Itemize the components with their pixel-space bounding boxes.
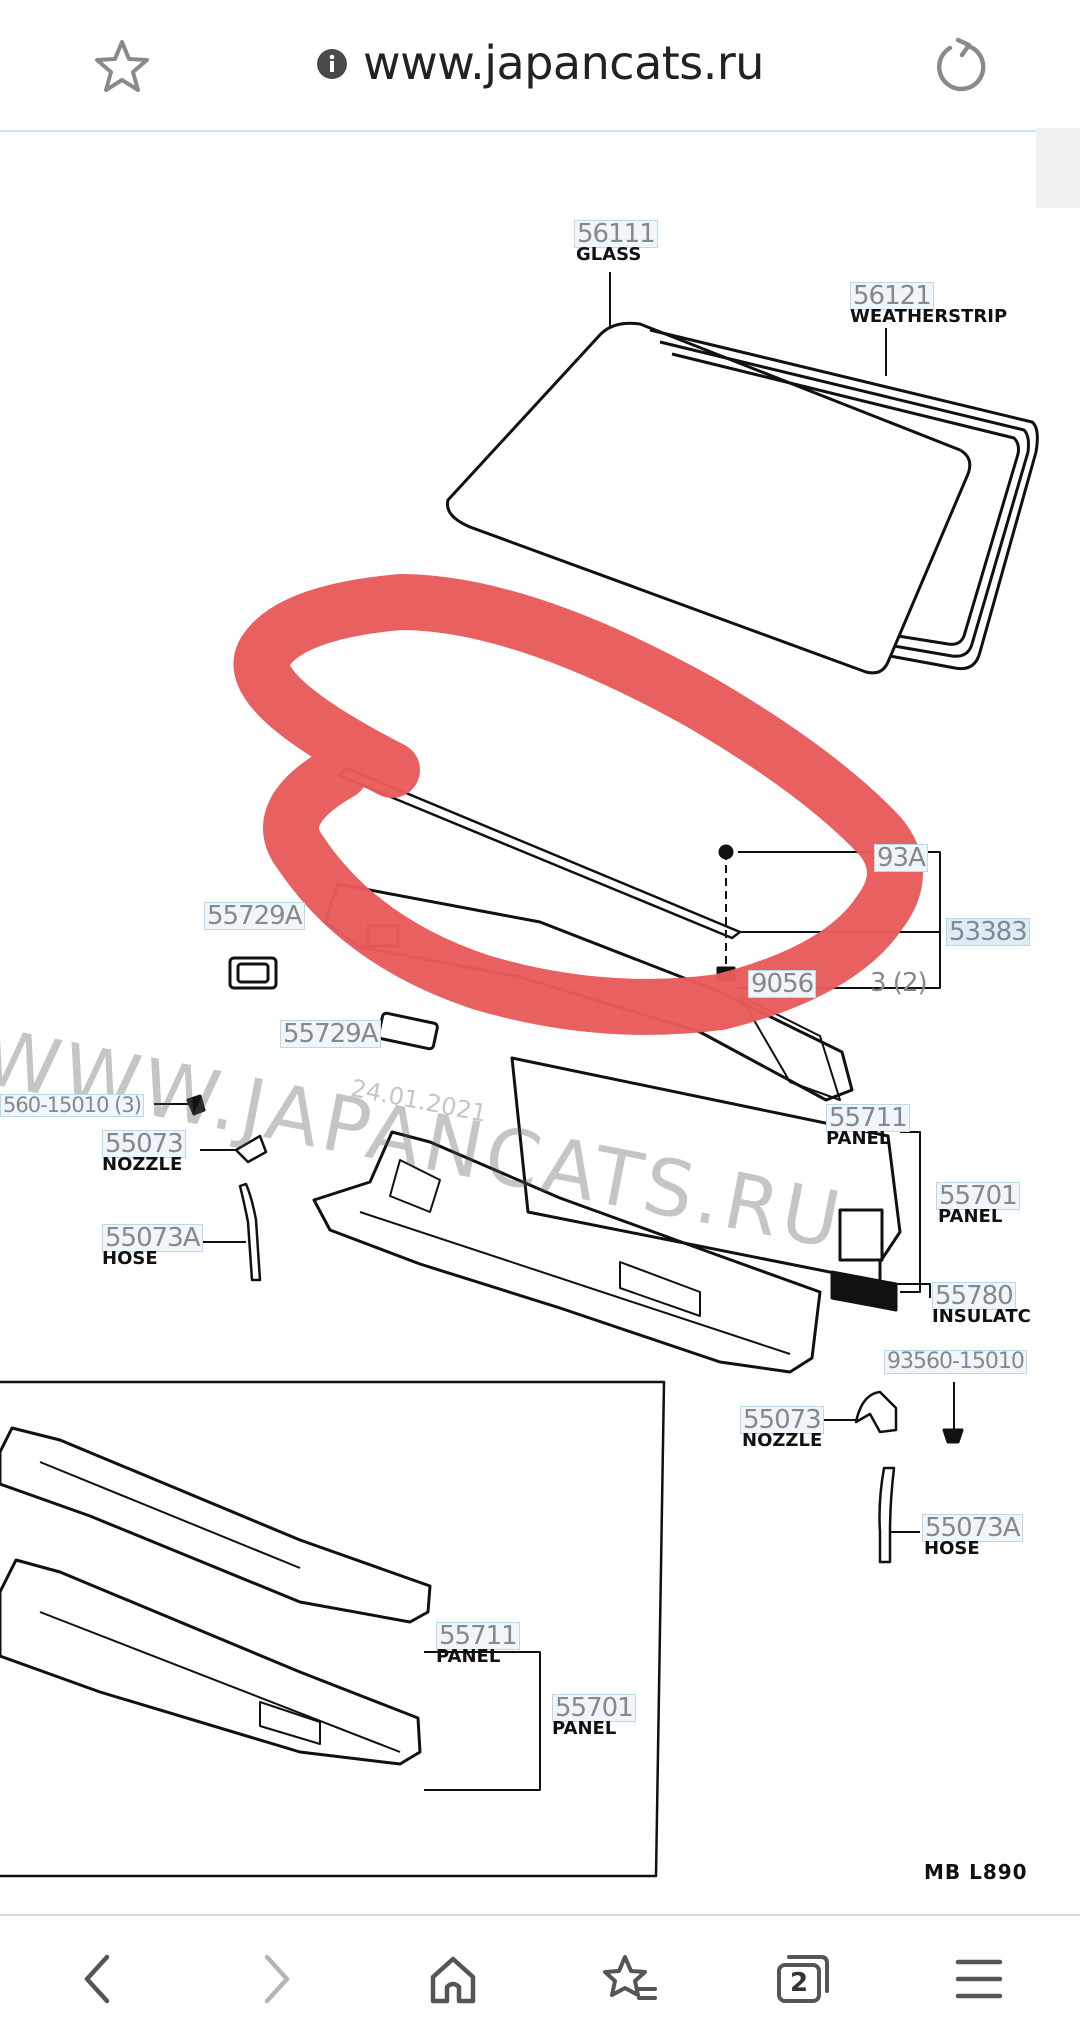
reload-icon	[936, 37, 986, 92]
back-button[interactable]	[62, 1944, 132, 2014]
tabs-button[interactable]: 2	[768, 1944, 838, 2014]
address-bar-url[interactable]: www.japancats.ru	[363, 36, 764, 90]
tab-count: 2	[789, 1968, 809, 1998]
chevron-left-icon	[84, 1954, 110, 2004]
cowl-panel-plate	[510, 1056, 902, 1284]
tabs-icon	[777, 1955, 829, 2003]
home-icon	[430, 1956, 476, 2004]
diagram-code: MB L890	[924, 1860, 1028, 1884]
home-button[interactable]	[418, 1944, 488, 2014]
hamburger-menu-icon	[955, 1959, 1003, 1999]
bookmark-star-button[interactable]	[92, 38, 152, 94]
star-list-icon	[603, 1955, 657, 2000]
parts-diagram-image	[0, 272, 1039, 1878]
bookmarks-button[interactable]	[594, 1944, 664, 2014]
forward-button[interactable]	[242, 1944, 312, 2014]
star-outline-icon	[95, 40, 149, 92]
windshield-glass	[445, 321, 972, 675]
browser-bottom-bar: 2	[0, 1914, 1080, 2044]
browser-toolbar: www.japancats.ru	[0, 0, 1080, 132]
reload-button[interactable]	[930, 36, 990, 96]
page-load-progress	[0, 130, 1040, 132]
info-circle-icon[interactable]	[316, 48, 348, 80]
cowl-top-lower	[312, 1130, 822, 1374]
highlight-circle	[233, 574, 923, 1035]
menu-button[interactable]	[944, 1944, 1014, 2014]
web-page-content: WWW.JAPANCATS.RU 24.01.2021 56111 GLASS …	[0, 132, 1080, 1914]
page-scrollbar[interactable]	[1036, 128, 1080, 208]
chevron-right-icon	[264, 1954, 290, 2004]
